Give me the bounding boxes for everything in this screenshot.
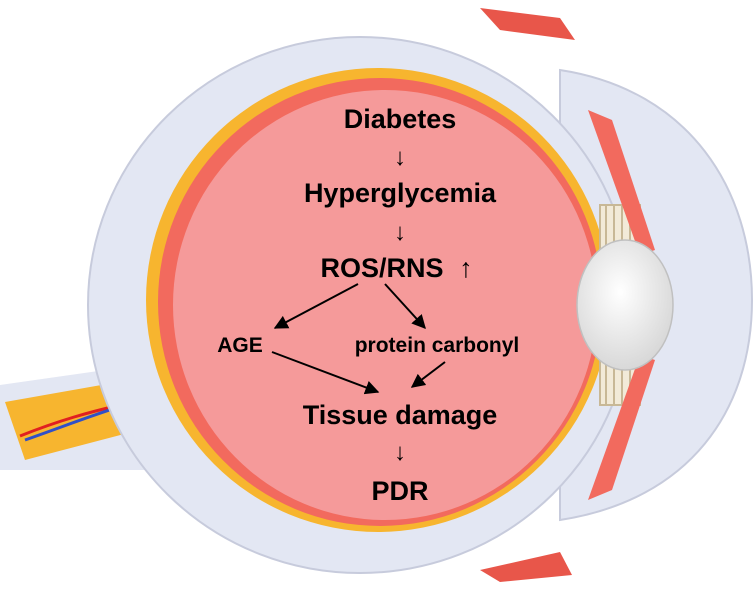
step-hyperglycemia: Hyperglycemia xyxy=(304,178,497,208)
arrow-ros-to-age xyxy=(273,283,359,329)
step-ros-rns: ROS/RNS xyxy=(320,253,443,283)
step-age: AGE xyxy=(217,334,263,357)
upper-eyelid-edge xyxy=(480,8,575,40)
arrow-protein-to-tissue xyxy=(410,361,446,388)
step-tissue-damage: Tissue damage xyxy=(303,400,498,430)
vitreous-body xyxy=(173,90,597,520)
down-arrow-3: ↓ xyxy=(394,439,406,466)
step-pdr: PDR xyxy=(371,476,428,506)
step-protein-carbonyl: protein carbonyl xyxy=(355,334,520,357)
down-arrow-2: ↓ xyxy=(394,219,406,246)
down-arrow-1: ↓ xyxy=(394,144,406,171)
step-diabetes: Diabetes xyxy=(344,104,457,134)
arrow-age-to-tissue xyxy=(271,351,380,395)
arrow-ros-to-protein xyxy=(384,283,426,330)
lower-eyelid-edge xyxy=(480,552,572,582)
iris-top xyxy=(588,110,655,255)
lens xyxy=(576,239,674,371)
up-arrow-icon: ↑ xyxy=(459,253,473,283)
iris-bottom xyxy=(588,355,655,500)
